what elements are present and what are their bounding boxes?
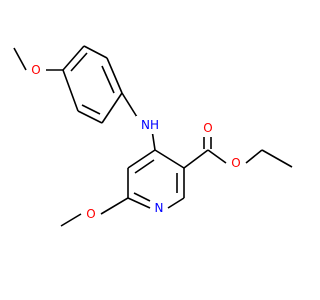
bond-phenyl-nh xyxy=(121,92,138,118)
ester-oxygen-text: O xyxy=(231,156,240,170)
bond-pyridine-4 xyxy=(127,197,151,209)
amine-nh-text: NH xyxy=(141,118,159,132)
bond-ester-o-ethyl xyxy=(245,149,263,164)
bond-pyridine-6 xyxy=(127,149,156,169)
carbonyl-oxygen-text: O xyxy=(203,121,212,135)
bond-layer xyxy=(13,45,293,227)
bond-phenyl-1-inner xyxy=(70,52,88,72)
methoxy-oxygen-top-text: O xyxy=(31,63,40,77)
bond-ethyl xyxy=(261,149,293,168)
bond-pyridine-1 xyxy=(154,149,185,169)
bond-methyl-o-top xyxy=(13,47,27,71)
bond-phenyl-3-inner xyxy=(101,65,115,94)
bond-pyridine-3 xyxy=(167,197,185,209)
bond-phenyl-6 xyxy=(62,69,79,112)
carbonyl-oxygen-label: O xyxy=(200,119,216,137)
bond-phenyl-5-inner xyxy=(81,104,101,115)
bond-phenyl-4 xyxy=(101,92,123,124)
bond-phenyl-1 xyxy=(62,45,85,71)
methoxy-oxygen-bottom-text: O xyxy=(86,207,95,221)
methoxy-oxygen-top-label: O xyxy=(28,61,44,79)
amine-nh-label: NH xyxy=(136,116,164,134)
bond-pyridine-bottom-o xyxy=(100,197,129,215)
atom-label-layer: O NH O O N O xyxy=(28,61,244,223)
methoxy-oxygen-bottom-label: O xyxy=(83,205,99,223)
bond-phenyl-2 xyxy=(83,45,108,59)
pyridine-nitrogen-text: N xyxy=(155,201,164,215)
bond-ring-carbonyl-carbon xyxy=(183,149,209,169)
ester-oxygen-label: O xyxy=(228,154,244,172)
bond-carbonyl-ester-o xyxy=(207,149,227,164)
bond-phenyl-3 xyxy=(106,57,123,94)
bond-pyridine-6-inner xyxy=(134,159,155,174)
bond-pyridine-4-inner xyxy=(133,192,151,202)
molecule-structure-diagram: O NH O O N O xyxy=(13,45,293,227)
bond-phenyl-5 xyxy=(77,110,103,124)
pyridine-nitrogen-label: N xyxy=(151,199,167,217)
bond-bottom-o-methyl xyxy=(60,213,82,227)
